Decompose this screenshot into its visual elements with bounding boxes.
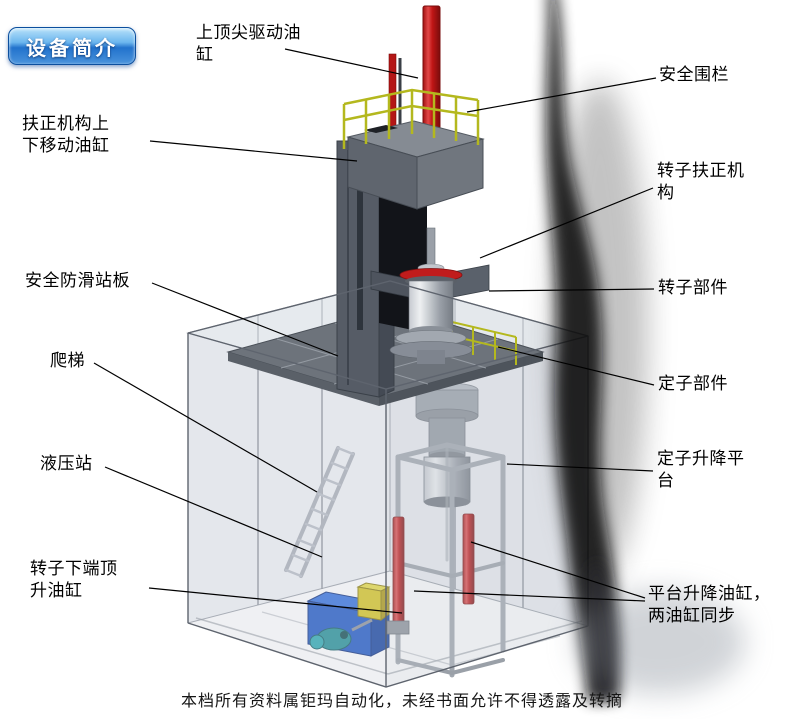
stator-lift-assembly <box>386 382 506 678</box>
leader-platform-cylinders-1 <box>470 541 646 599</box>
leader-stator-part <box>497 346 655 386</box>
leader-ladder <box>93 362 318 493</box>
label-antislip-platform: 安全防滑站板 <box>25 271 130 291</box>
platform-lift-cylinder-right <box>462 513 475 605</box>
leader-rotor-part <box>488 288 655 292</box>
label-stator-part: 定子部件 <box>658 374 728 394</box>
ladder-3d <box>284 446 355 578</box>
title-badge: 设备简介 <box>8 27 136 65</box>
leader-antislip-platform <box>151 282 339 357</box>
label-centering-updown-cylinder: 扶正机构上下移动油缸 <box>22 114 110 157</box>
shadow-smudge <box>546 0 745 702</box>
label-ladder: 爬梯 <box>50 351 85 371</box>
footer-copyright: 本档所有资料属钜玛自动化，未经书面允许不得透露及转摘 <box>180 691 623 710</box>
leader-rotor-centering <box>479 187 654 259</box>
label-rotor-centering-mechanism: 转子扶正机构 <box>657 161 745 204</box>
safety-fence-railing <box>342 88 480 149</box>
head-box <box>346 5 485 210</box>
leader-rotor-jack-cylinder <box>148 587 403 614</box>
leader-safety-fence <box>466 77 657 113</box>
label-rotor-jack-cylinder: 转子下端顶升油缸 <box>30 559 118 602</box>
label-top-drive-cylinder: 上顶尖驱动油缸 <box>196 23 301 66</box>
leader-platform-cylinders-2 <box>413 590 646 602</box>
label-platform-lift-cylinders: 平台升降油缸，两油缸同步 <box>648 584 771 627</box>
leader-hydraulic-station <box>104 466 323 558</box>
label-rotor-part: 转子部件 <box>658 278 728 298</box>
enclosure-front-walls <box>188 333 588 687</box>
title-badge-text: 设备简介 <box>26 35 118 60</box>
rotor-assembly <box>389 227 473 364</box>
leader-stator-lift-platform <box>506 463 654 472</box>
leader-lines <box>93 48 657 614</box>
top-drive-cylinder-rod <box>422 5 441 137</box>
label-safety-fence: 安全围栏 <box>659 65 729 85</box>
label-stator-lift-platform: 定子升降平台 <box>657 449 745 492</box>
label-hydraulic-station: 液压站 <box>40 454 93 474</box>
leader-centering-updown-cylinder <box>149 140 358 162</box>
leader-top-drive-cylinder <box>284 48 419 79</box>
